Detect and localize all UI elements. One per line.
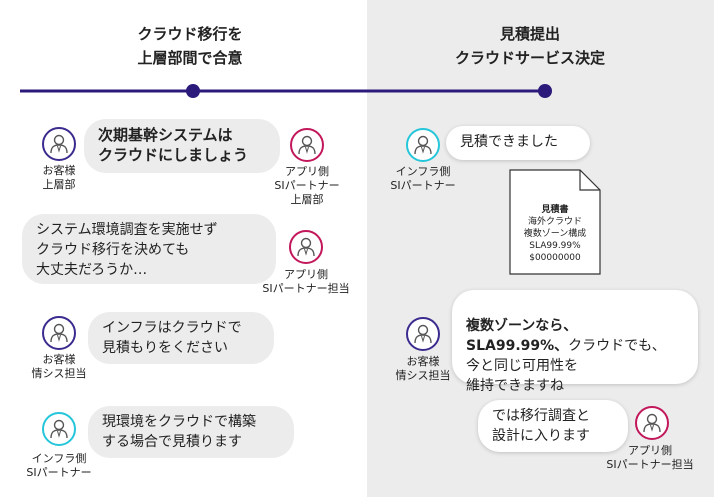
message-bubble-text: 複数ゾーンなら、SLA99.99%、クラウドでも、今と同じ可用性を維持できますね: [466, 318, 666, 394]
document-line: 複数ゾーン構成: [523, 229, 587, 239]
person-label-customer-it-right: お客様 情シス担当: [395, 355, 451, 382]
person-label-app-partner-exec: アプリ側 SIパートナー 上層部: [274, 165, 340, 206]
document-title: 見積書: [541, 205, 569, 215]
timeline: [20, 84, 552, 98]
message-bubble: インフラはクラウドで 見積もりをください: [88, 312, 274, 364]
message-bubble: 次期基幹システムは クラウドにしましょう: [84, 119, 280, 173]
person-label-customer-exec: お客様 上層部: [42, 164, 76, 191]
person-label-infra-partner-right: インフラ側 SIパートナー: [390, 165, 456, 192]
document-line: $00000000: [529, 253, 581, 263]
partner-icon: [634, 405, 670, 445]
person-label-infra-partner: インフラ側 SIパートナー: [26, 452, 92, 479]
customer-icon: [41, 315, 77, 355]
partner-icon: [289, 127, 325, 167]
partner-icon: [288, 229, 324, 269]
document-line: SLA99.99%: [529, 241, 581, 251]
timeline-dot-right: [538, 84, 552, 98]
customer-icon: [405, 316, 441, 356]
message-bubble: システム環境調査を実施せず クラウド移行を決めても 大丈夫だろうか…: [22, 214, 276, 284]
quotation-document-icon: [509, 169, 601, 275]
person-label-app-partner-staff-right: アプリ側 SIパートナー担当: [606, 444, 694, 471]
message-bubble: 現環境をクラウドで構築 する場合で見積ります: [88, 406, 294, 458]
customer-icon: [41, 126, 77, 166]
person-label-customer-it: お客様 情シス担当: [31, 353, 87, 380]
document-line: 海外クラウド: [527, 217, 582, 227]
message-bubble: 複数ゾーンなら、SLA99.99%、クラウドでも、今と同じ可用性を維持できますね: [452, 290, 698, 394]
timeline-dot-left: [186, 84, 200, 98]
phase-title-right: 見積提出 クラウドサービス決定: [454, 25, 605, 67]
message-bubble: 見積できました: [446, 126, 590, 160]
infra-icon: [41, 411, 77, 451]
message-bubble: では移行調査と 設計に入ります: [478, 400, 628, 452]
person-label-app-partner-staff: アプリ側 SIパートナー担当: [262, 268, 350, 295]
infra-icon: [405, 127, 441, 167]
document-text: 見積書 海外クラウド 複数ゾーン構成 SLA99.99% $00000000: [512, 204, 598, 264]
phase-title-left: クラウド移行を 上層部間で合意: [137, 25, 243, 67]
